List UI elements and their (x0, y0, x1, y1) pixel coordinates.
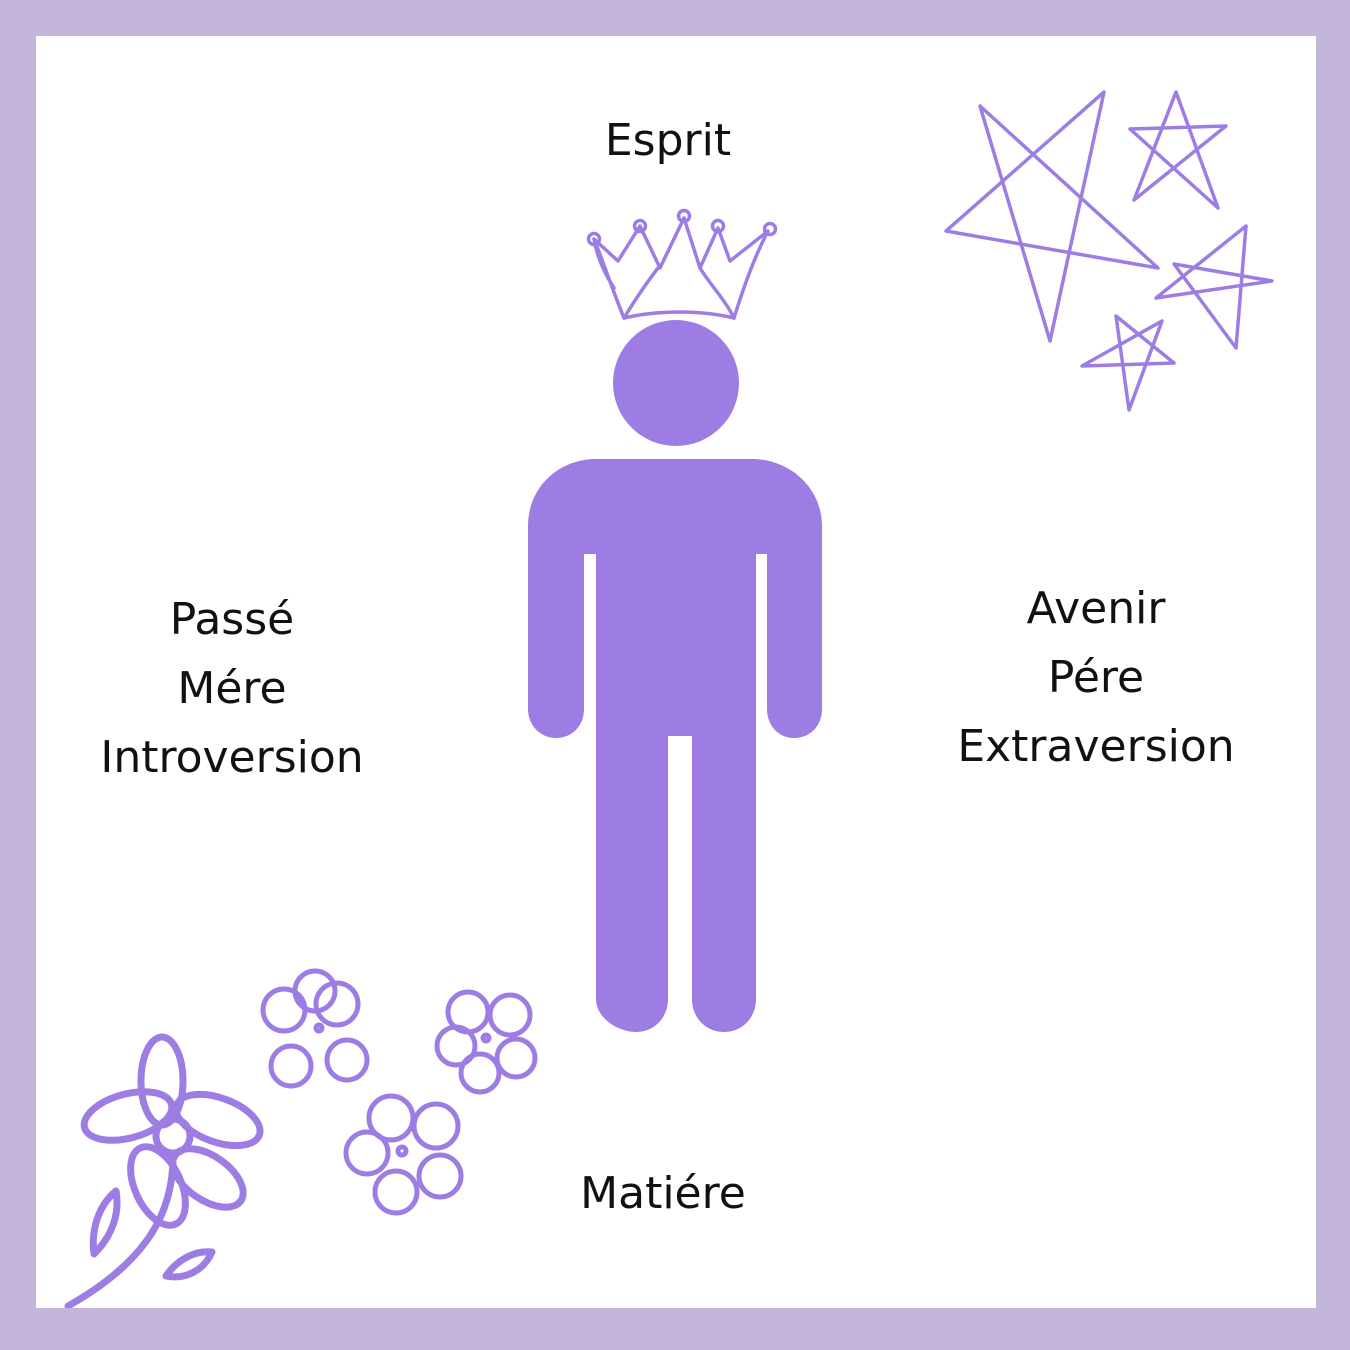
star-icon (944, 90, 1160, 343)
flower-icon (64, 1033, 264, 1308)
label-right-group: Avenir Pére Extraversion (936, 574, 1256, 781)
label-matter: Matiére (548, 1159, 778, 1228)
person-icon (528, 320, 822, 1032)
flower-icon (343, 1093, 464, 1216)
label-mother: Mére (177, 663, 287, 714)
crown-icon (586, 208, 778, 320)
diagram-canvas: Esprit Passé Mére Introversion Avenir Pé… (36, 36, 1316, 1308)
label-spirit-text: Esprit (604, 115, 732, 166)
label-left-group: Passé Mére Introversion (72, 585, 392, 792)
star-icon (1128, 90, 1228, 210)
label-spirit: Esprit (568, 106, 768, 175)
flower-icon (434, 989, 538, 1095)
label-matter-text: Matiére (580, 1168, 746, 1219)
label-father: Pére (1047, 652, 1145, 703)
star-icon (1080, 314, 1176, 412)
label-extraversion: Extraversion (957, 721, 1235, 772)
label-future: Avenir (1026, 583, 1166, 634)
illustration (64, 90, 1274, 1308)
label-introversion: Introversion (100, 732, 364, 783)
star-icon (1154, 224, 1274, 350)
flower-icon (260, 968, 370, 1089)
label-past: Passé (169, 594, 295, 645)
